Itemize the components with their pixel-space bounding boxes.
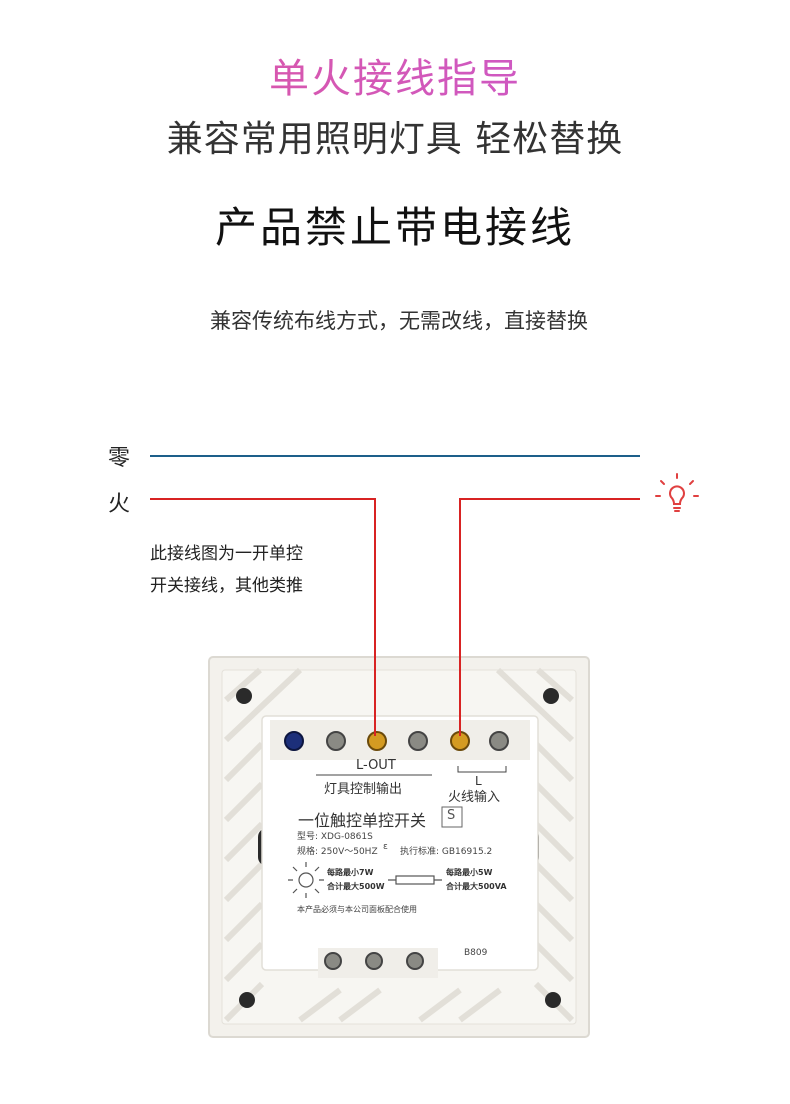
s-mark: S	[447, 808, 456, 823]
warning-description: 兼容传统布线方式，无需改线，直接替换	[210, 309, 588, 333]
spec-rating: 规格: 250V～50HZ	[297, 847, 378, 857]
standard: 执行标准: GB16915.2	[400, 847, 493, 857]
bulb-spec-line1: 每路最小7W	[327, 868, 374, 877]
bulb-rays-icon	[288, 862, 324, 898]
terminal-out-desc: 灯具控制输出	[324, 782, 403, 797]
terminal-out-label: L-OUT	[356, 758, 396, 773]
switch-device	[208, 656, 590, 1038]
terminal-3	[408, 731, 428, 751]
s-mark-box	[441, 806, 463, 828]
screw-hole-top-left	[236, 688, 252, 704]
screw-hole-top-right	[543, 688, 559, 704]
terminal-in-desc: 火线输入	[448, 790, 501, 805]
bulb-spec-line2: 合计最大500W	[327, 882, 385, 891]
fluorescent-tube-icon	[388, 875, 442, 885]
wiring-note: 此接线图为一开单控 开关接线，其他类推	[150, 538, 303, 602]
terminal-5	[489, 731, 509, 751]
product-name: 一位触控单控开关	[298, 811, 427, 830]
page-subtitle: 兼容常用照明灯具 轻松替换	[166, 119, 624, 160]
terminal-in-label: L	[475, 774, 482, 788]
panel-note: 本产品必须与本公司面板配合使用	[297, 905, 417, 914]
standard-mark: ε	[383, 842, 388, 852]
terminal-l-out	[367, 731, 387, 751]
model-number: 型号: XDG-0861S	[297, 832, 373, 842]
terminal-bottom-3	[406, 952, 424, 970]
tube-spec-line2: 合计最大500VA	[446, 882, 507, 891]
terminal-bottom-2	[365, 952, 383, 970]
live-wire-input	[150, 498, 376, 736]
wiring-note-line1: 此接线图为一开单控	[150, 544, 303, 564]
neutral-wire-label: 零	[108, 446, 131, 471]
device-code: B809	[464, 948, 488, 958]
load-wire-output	[459, 498, 640, 736]
terminal-blue	[284, 731, 304, 751]
light-bulb-icon	[655, 473, 699, 512]
warning-heading: 产品禁止带电接线	[214, 203, 575, 252]
tube-spec-line1: 每路最小5W	[446, 868, 493, 877]
terminal-1	[326, 731, 346, 751]
screw-hole-bottom-right	[545, 992, 561, 1008]
screw-hole-bottom-left	[239, 992, 255, 1008]
page-title: 单火接线指导	[0, 46, 790, 104]
terminal-bottom-1	[324, 952, 342, 970]
live-wire-label: 火	[108, 492, 131, 517]
wiring-note-line2: 开关接线，其他类推	[150, 576, 303, 596]
